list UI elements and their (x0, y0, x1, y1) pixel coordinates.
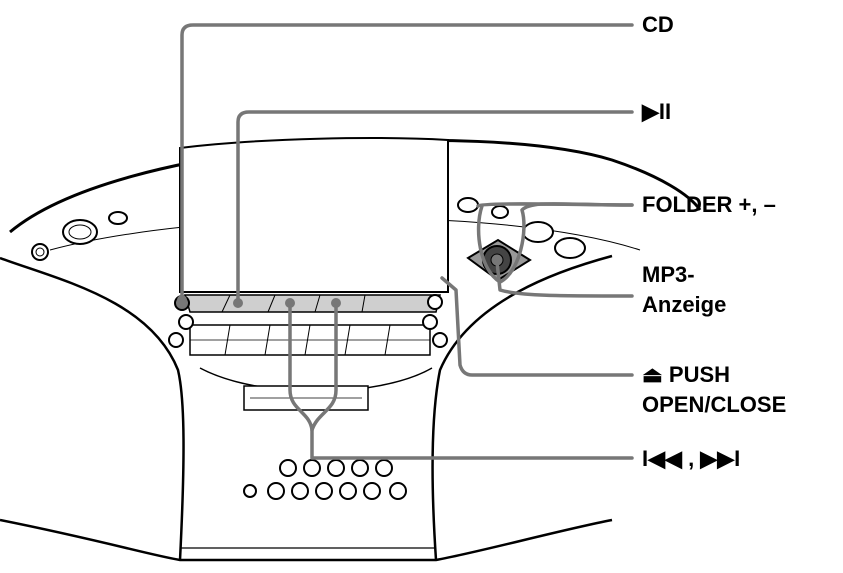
boombox-body (0, 138, 702, 562)
label-mp3-display: MP3- Anzeige (642, 260, 726, 320)
speaker-grille (243, 459, 407, 500)
label-push-line2: OPEN/CLOSE (642, 392, 787, 417)
cassette-window (199, 367, 433, 411)
label-mp3-line2: Anzeige (642, 292, 727, 317)
label-push-line1: ⏏ PUSH (642, 362, 731, 387)
label-play-pause: ▶II (642, 99, 672, 124)
label-folder: FOLDER +, – (642, 192, 776, 217)
label-cd: CD (642, 12, 674, 37)
left-buttons (31, 211, 194, 348)
cd-lid (179, 137, 449, 293)
label-skip: I◀◀ , ▶▶I (642, 446, 741, 471)
label-mp3-line1: MP3- (642, 262, 695, 287)
control-panel (183, 294, 441, 356)
right-buttons (422, 197, 586, 348)
leader-lines (177, 23, 634, 460)
label-push-open-close: ⏏ PUSH OPEN/CLOSE (642, 360, 786, 420)
